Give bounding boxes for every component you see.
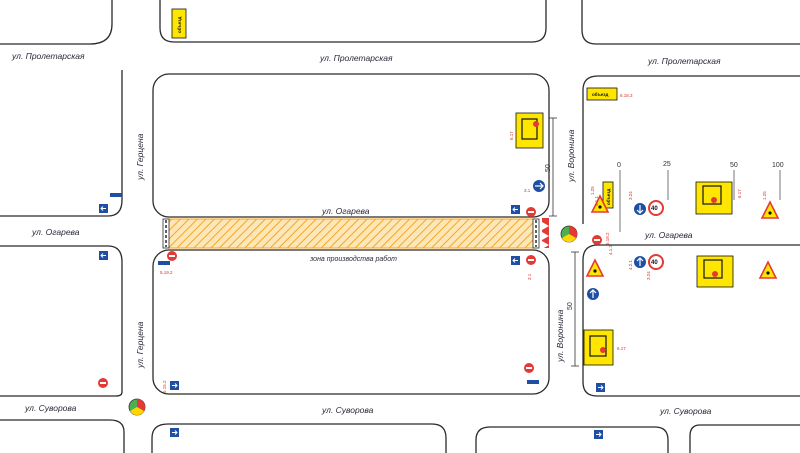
street-label-ogareva-center: ул. Огарева [321, 206, 370, 216]
block-bottom-left [0, 419, 125, 453]
work-zone [162, 218, 578, 249]
road-works-warning-2 [760, 200, 780, 219]
dimension-lower [571, 251, 579, 367]
no-entry-sign-4 [98, 378, 108, 388]
road-works-warning-4 [758, 260, 778, 279]
sign-code-label: 6.17 [509, 131, 514, 140]
sign-code-label: 3.24 [646, 271, 651, 280]
street-label-voronina-upper: ул. Воронина [566, 129, 576, 183]
block-bottom-far-right [689, 424, 800, 453]
blue-square-sign-8 [594, 430, 603, 439]
traffic-light-left [128, 398, 146, 416]
speed-limit-sign-1: 40 [648, 200, 664, 216]
sign-code-label: 6.18.3 [620, 93, 633, 98]
no-entry-sign-2 [526, 207, 536, 217]
blue-square-sign-1 [99, 204, 108, 213]
speed-limit-sign-2: 40 [648, 254, 664, 270]
sign-code-label: 5.15.2 [162, 380, 167, 393]
sign-code-label: 3.1 [527, 273, 532, 280]
blue-arrow-sign-3 [634, 256, 646, 268]
no-entry-sign-6 [592, 235, 602, 245]
block-top-right [581, 0, 800, 45]
blue-square-sign-7 [596, 383, 605, 392]
dimension-upper-value: 50 [545, 164, 552, 172]
scale-tick-50: 50 [730, 162, 738, 169]
svg-text:объезд: объезд [176, 17, 182, 33]
block-north-center [152, 73, 550, 218]
blue-square-sign-2 [99, 251, 108, 260]
blue-square-sign-5 [170, 381, 179, 390]
street-label-suvorova-right: ул. Суворова [659, 406, 712, 416]
blue-arrow-sign-2 [634, 203, 646, 215]
dimension-upper [549, 117, 557, 217]
street-label-ogareva-left: ул. Огарева [31, 227, 80, 237]
route-diagram-sign-2 [695, 181, 733, 215]
route-diagram-sign-1 [515, 112, 544, 149]
block-bottom-right [475, 426, 669, 453]
sign-code-label: 6.17 [617, 346, 626, 351]
scale-tick-100: 100 [772, 162, 784, 169]
svg-text:объезд: объезд [592, 91, 608, 97]
street-label-proletarskaya-left: ул. Пролетарская [11, 51, 85, 61]
sign-code-label: 1.25 [762, 191, 767, 200]
scale-bar [619, 170, 781, 232]
scale-tick-0: 0 [617, 162, 621, 169]
road-works-warning-1 [590, 194, 610, 213]
blue-arrow-sign-4 [587, 288, 599, 300]
blue-square-sign-6 [170, 428, 179, 437]
block-top-center [159, 0, 547, 43]
svg-text:40: 40 [651, 260, 658, 266]
sign-code-label: 6.17 [737, 189, 742, 198]
dimension-lower-value: 50 [567, 302, 574, 310]
sign-code-label: 3.24 [628, 191, 633, 200]
sign-code-label: 4.2.1 [628, 259, 633, 270]
svg-text:40: 40 [651, 206, 658, 212]
no-entry-sign-1 [167, 251, 177, 261]
detour-sign-right-top: объезд [586, 87, 618, 101]
block-south-right [582, 244, 800, 397]
sign-code-label: 4.1.2 [608, 244, 613, 255]
street-label-gertsena-upper: ул. Герцена [135, 133, 145, 181]
blue-square-sign-4 [511, 256, 520, 265]
sign-code-label: 6.18.2 [605, 232, 610, 245]
detour-sign-right-mid: объезд [602, 181, 614, 209]
block-top-left [0, 0, 113, 45]
street-label-voronina-lower: ул. Воронина [555, 309, 565, 363]
street-label-gertsena-lower: ул. Герцена [135, 321, 145, 369]
sign-code-label: 5.19.2 [160, 270, 173, 275]
sign-code-label: 1.25 [590, 186, 595, 195]
street-label-suvorova-left: ул. Суворова [24, 403, 77, 413]
street-label-proletarskaya-center: ул. Пролетарская [319, 53, 393, 63]
no-entry-sign-3 [526, 255, 536, 265]
route-diagram-sign-3 [696, 255, 734, 288]
block-south-left [0, 245, 123, 397]
block-bottom-center [151, 423, 447, 453]
block-south-center [152, 249, 550, 395]
svg-text:объезд: объезд [605, 189, 611, 205]
route-diagram-sign-4 [583, 329, 614, 366]
block-north-left [0, 70, 123, 217]
street-label-proletarskaya-right: ул. Пролетарская [647, 56, 721, 66]
blue-arrow-sign-1 [533, 180, 545, 192]
plaque-signs [110, 193, 539, 384]
detour-sign-top: объезд [171, 8, 187, 39]
street-label-ogareva-right: ул. Огарева [644, 230, 693, 240]
no-entry-sign-5 [524, 363, 534, 373]
block-north-right [582, 75, 800, 224]
street-label-suvorova-center: ул. Суворова [321, 405, 374, 415]
work-zone-label: зона производства работ [309, 255, 397, 263]
blue-square-sign-3 [511, 205, 520, 214]
sign-code-label: 3.1 [524, 188, 531, 193]
sign-code-label: 4.1.1 [594, 195, 599, 206]
road-works-warning-3 [585, 258, 605, 277]
scale-tick-25: 25 [663, 161, 671, 168]
